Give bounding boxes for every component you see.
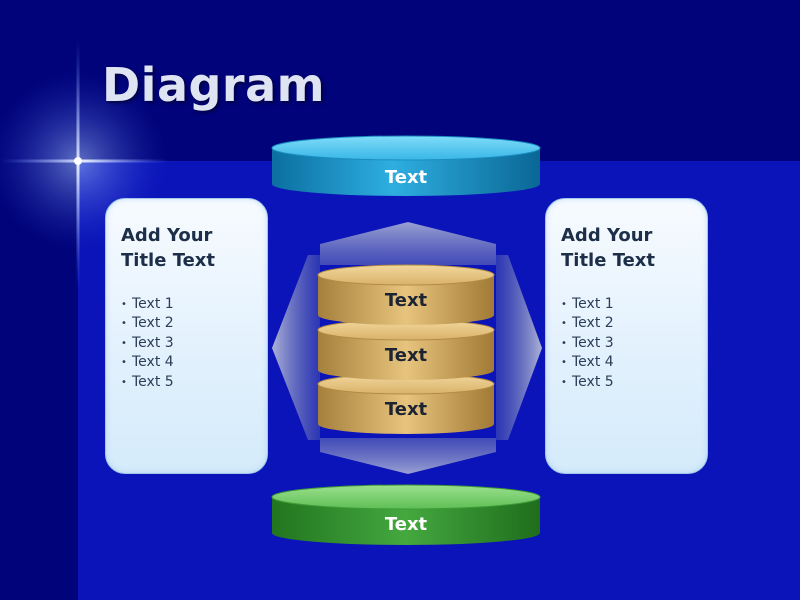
bullet-icon: • — [121, 318, 127, 330]
top-disk: Text — [271, 135, 541, 196]
bullet-icon: • — [121, 357, 127, 369]
list-item: •Text 3 — [561, 334, 695, 353]
bullet-icon: • — [121, 337, 127, 349]
list-item: •Text 2 — [121, 314, 255, 333]
left-panel-title-line2: Title Text — [121, 250, 216, 271]
list-item: •Text 3 — [121, 334, 255, 353]
arrow-up-icon — [320, 222, 496, 265]
left-panel: Add Your Title Text •Text 1 •Text 2 •Tex… — [105, 198, 268, 474]
right-panel: Add Your Title Text •Text 1 •Text 2 •Tex… — [545, 198, 708, 474]
arrow-left-icon — [272, 255, 320, 440]
bottom-disk: Text — [271, 484, 541, 545]
bullet-icon: • — [561, 376, 567, 388]
stack-disk-2-label: Text — [385, 345, 428, 366]
bullet-icon: • — [561, 299, 567, 310]
top-disk-label: Text — [385, 167, 428, 188]
stack-disk-3: Text — [317, 373, 495, 434]
list-item: •Text 4 — [561, 353, 695, 372]
stack-disk-1: Text — [317, 264, 495, 325]
left-panel-list: •Text 1 •Text 2 •Text 3 •Text 4 •Text 5 — [121, 295, 255, 392]
bullet-icon: • — [561, 337, 567, 349]
bullet-icon: • — [121, 376, 127, 388]
left-panel-title-line1: Add Your — [121, 225, 213, 246]
list-item: •Text 2 — [561, 314, 695, 333]
list-item: •Text 5 — [561, 373, 695, 392]
list-item: •Text 1 — [561, 295, 695, 314]
left-panel-title: Add Your Title Text — [121, 223, 255, 273]
arrow-down-icon — [320, 438, 496, 474]
list-item: •Text 5 — [121, 373, 255, 392]
bullet-icon: • — [121, 299, 127, 310]
right-panel-title: Add Your Title Text — [561, 223, 695, 273]
right-panel-title-line1: Add Your — [561, 225, 653, 246]
list-item: •Text 1 — [121, 295, 255, 314]
right-panel-list: •Text 1 •Text 2 •Text 3 •Text 4 •Text 5 — [561, 295, 695, 392]
slide-title: Diagram — [102, 58, 326, 112]
list-item: •Text 4 — [121, 353, 255, 372]
stack-disk-1-label: Text — [385, 290, 428, 311]
arrow-right-icon — [496, 255, 542, 440]
stack-disk-3-label: Text — [385, 399, 428, 420]
right-panel-title-line2: Title Text — [561, 250, 656, 271]
stack-disk-2: Text — [317, 319, 495, 380]
bottom-disk-label: Text — [385, 514, 428, 535]
bullet-icon: • — [561, 357, 567, 369]
arrows-group — [272, 222, 542, 474]
bullet-icon: • — [561, 318, 567, 330]
